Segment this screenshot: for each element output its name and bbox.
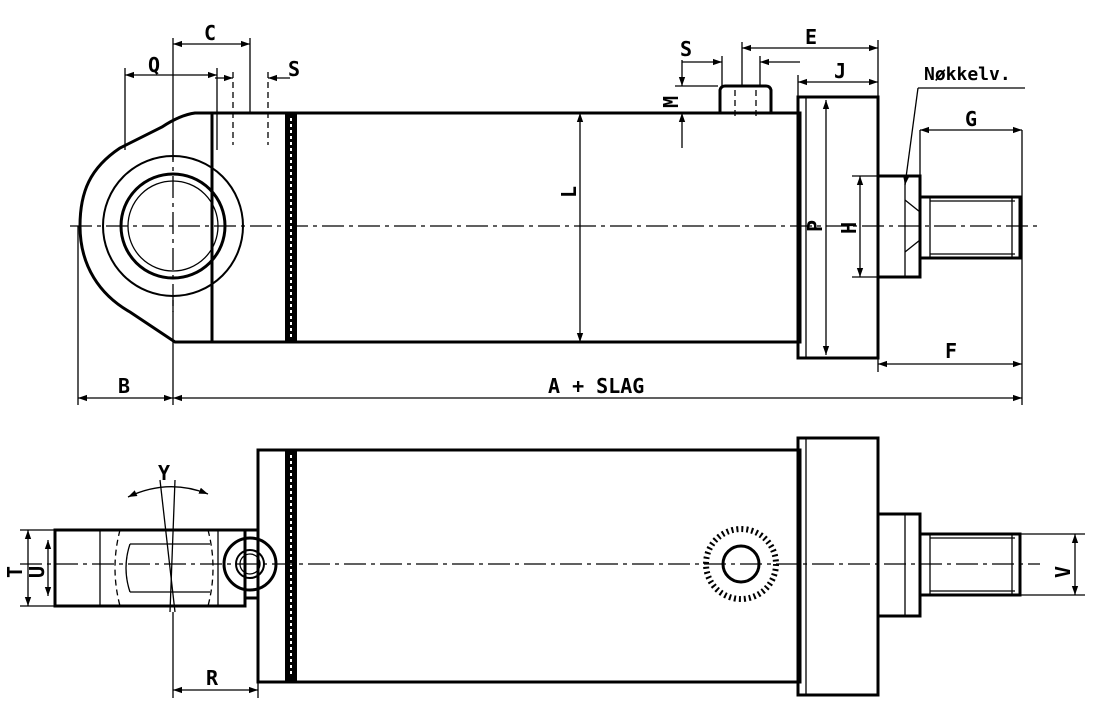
dim-q-label: Q	[148, 53, 160, 77]
angle-y-label: Y	[158, 461, 170, 485]
spherical-bearing	[53, 528, 247, 608]
dim-s-label: S	[288, 57, 300, 81]
dim-v-label: V	[1051, 566, 1075, 578]
dim-g-label: G	[965, 107, 977, 131]
clevis-eye-outline	[78, 111, 212, 344]
cylinder-barrel	[210, 111, 802, 344]
side-view	[70, 38, 1040, 405]
dim-j-label: J	[834, 59, 846, 83]
lower-barrel	[256, 448, 802, 684]
wrench-flat-label: Nøkkelv.	[924, 64, 1011, 85]
dim-r-label: R	[206, 666, 219, 690]
dim-f-label: F	[945, 339, 957, 363]
piston-rod-thread	[918, 195, 1022, 260]
dim-s2-label: S	[680, 37, 692, 61]
dim-c-label: C	[204, 21, 216, 45]
dim-l-label: L	[557, 186, 581, 198]
dim-t-label: T	[3, 566, 27, 578]
dim-a-slag-label: A + SLAG	[548, 374, 644, 398]
dim-e-label: E	[805, 25, 817, 49]
port-boss	[718, 84, 773, 113]
lower-head-flange	[796, 436, 880, 697]
dim-h-label: H	[837, 222, 861, 234]
dim-p-label: P	[803, 220, 827, 232]
dim-b-label: B	[118, 374, 130, 398]
top-view	[20, 436, 1085, 698]
lower-rod-gland	[876, 512, 922, 618]
dim-u-label: U	[25, 566, 49, 578]
dim-m-label: M	[659, 96, 683, 108]
